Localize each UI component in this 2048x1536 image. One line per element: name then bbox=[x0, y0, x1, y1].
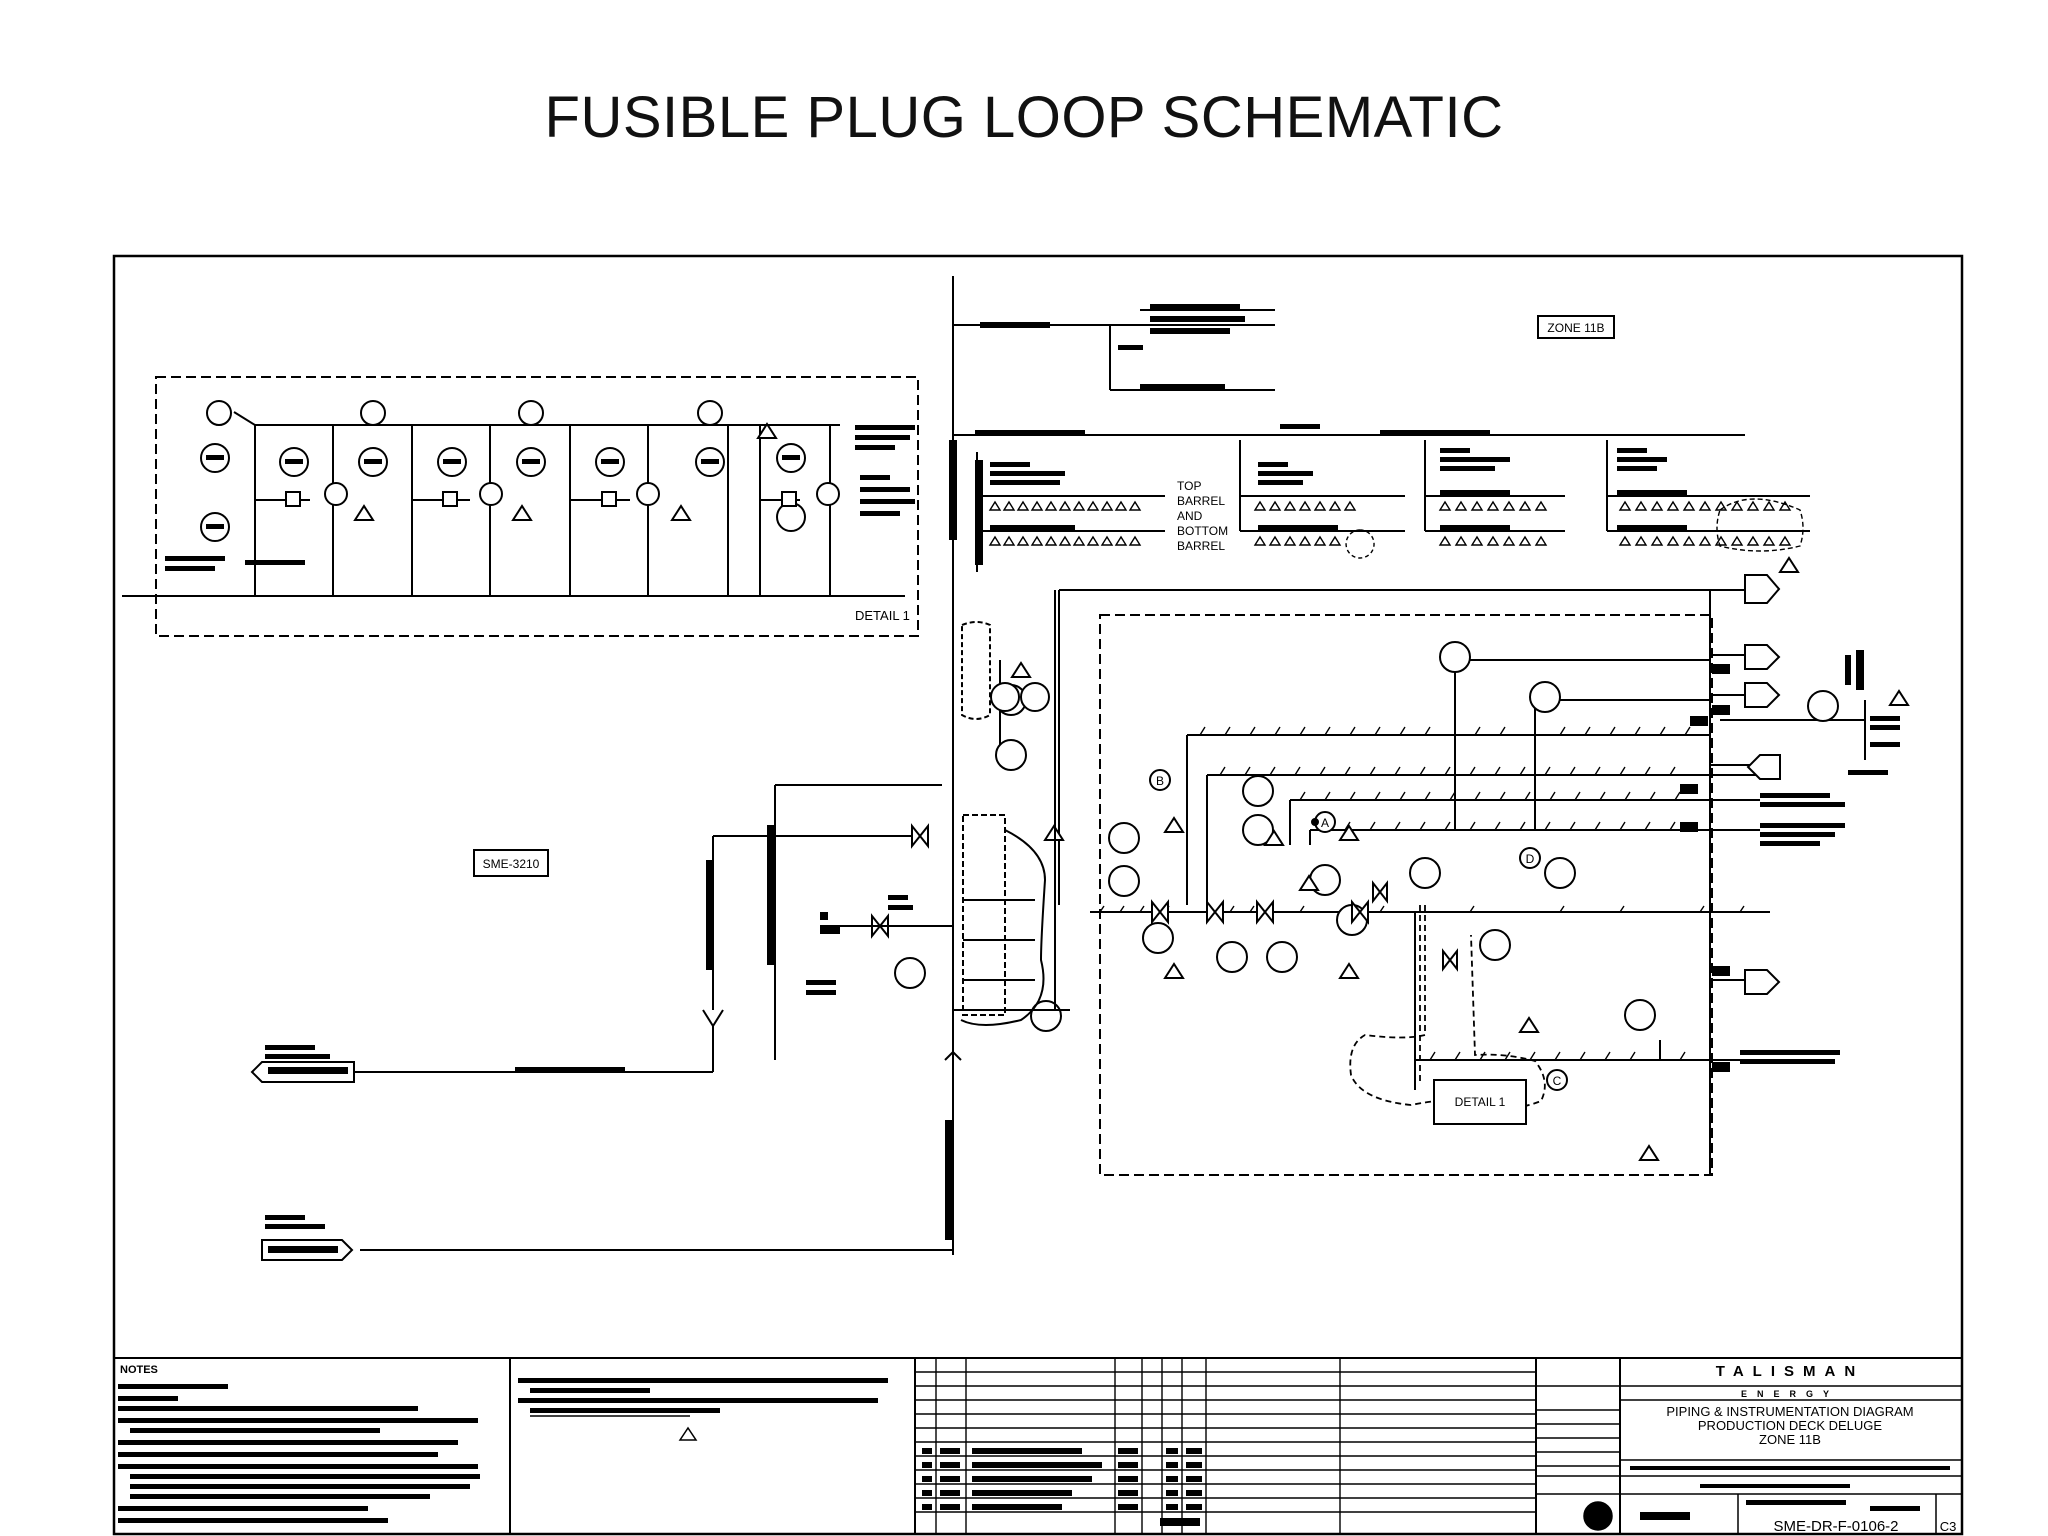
barrel-note-line4: BOTTOM bbox=[1177, 524, 1228, 538]
detail-1-label: DETAIL 1 bbox=[855, 608, 910, 623]
detail-ref-label: DETAIL 1 bbox=[1455, 1095, 1506, 1109]
deluge-nozzles bbox=[1099, 726, 1745, 1061]
fusible-loop-cloud bbox=[1349, 905, 1546, 1110]
detail-1-instruments bbox=[200, 400, 840, 542]
top-branch-tags bbox=[949, 304, 1687, 565]
equipment-tag: SME-3210 bbox=[483, 857, 540, 871]
valves-and-triangles bbox=[1010, 556, 1910, 1161]
revision-table bbox=[915, 1358, 1536, 1534]
zone-tag-box bbox=[1537, 315, 1615, 339]
equipment-tag-box bbox=[473, 849, 549, 877]
feed-line-tags bbox=[265, 825, 953, 1253]
notes-detail-sketch bbox=[530, 1415, 698, 1441]
drawing-title-line1: PIPING & INSTRUMENTATION DIAGRAM bbox=[1666, 1404, 1913, 1419]
slide-title: FUSIBLE PLUG LOOP SCHEMATIC bbox=[544, 85, 1504, 150]
zone-boundary bbox=[1099, 614, 1713, 1176]
instrument-letter-d: D bbox=[1526, 852, 1535, 866]
title-block bbox=[1536, 1385, 1962, 1534]
nozzle-rows bbox=[988, 498, 1804, 559]
notes-header: NOTES bbox=[120, 1364, 158, 1376]
drawing-revision: C3 bbox=[1940, 1519, 1957, 1534]
drawing-title-line3: ZONE 11B bbox=[1759, 1432, 1821, 1447]
company-name: TALISMAN bbox=[1716, 1363, 1864, 1380]
notes-text bbox=[118, 1378, 888, 1523]
instrument-letter-b: B bbox=[1156, 774, 1164, 788]
detail-1-piping bbox=[122, 411, 905, 597]
deluge-valve-assembly bbox=[871, 814, 1047, 1061]
zone-tag: ZONE 11B bbox=[1547, 321, 1604, 335]
drawing-title-line2: PRODUCTION DECK DELUGE bbox=[1698, 1418, 1883, 1433]
feed-arrows bbox=[250, 1009, 724, 1261]
drawing-number: SME-DR-F-0106-2 bbox=[1773, 1518, 1898, 1535]
detail-1-frame bbox=[155, 376, 919, 637]
upper-left-vessel bbox=[961, 621, 1050, 720]
detail-1-tags bbox=[165, 425, 915, 571]
detail-ref-box bbox=[1433, 1079, 1527, 1125]
instrument-letter-c: C bbox=[1553, 1074, 1562, 1088]
barrel-note-line1: TOP bbox=[1177, 479, 1201, 493]
title-block-fine-print bbox=[1630, 1466, 1950, 1520]
barrel-note-line3: AND bbox=[1177, 509, 1203, 523]
company-sub: ENERGY bbox=[1741, 1389, 1839, 1399]
deluge-piping bbox=[1090, 589, 1866, 1175]
barrel-note: TOP BARREL AND BOTTOM BARREL bbox=[1177, 479, 1228, 553]
pneumatic-signal-arrows bbox=[1744, 574, 1781, 995]
barrel-note-line5: BARREL bbox=[1177, 539, 1225, 553]
instrument-letter-a: A bbox=[1321, 816, 1329, 830]
drawing-frame bbox=[112, 254, 1964, 1536]
revision-rows-fill bbox=[922, 1448, 1202, 1526]
zone-fine-tags bbox=[1680, 650, 1900, 1072]
main-header-piping bbox=[952, 276, 1810, 1255]
barrel-note-line2: BARREL bbox=[1177, 494, 1225, 508]
